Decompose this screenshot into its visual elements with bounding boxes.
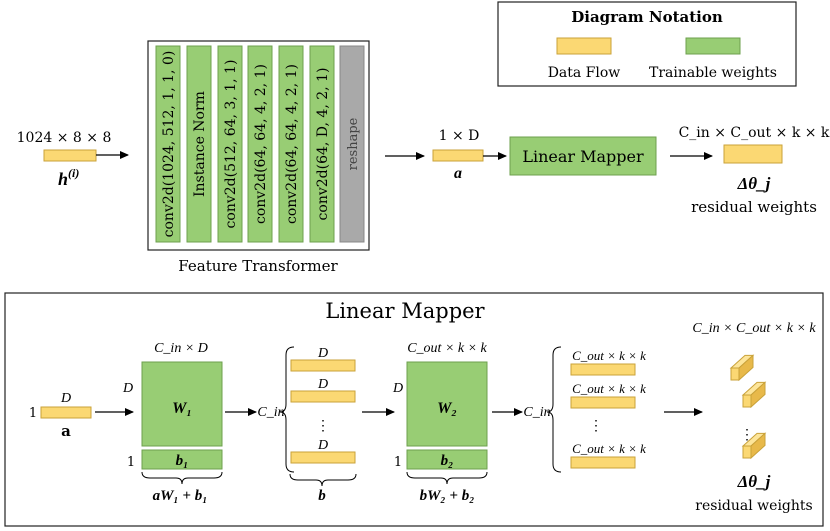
detail-output-caption: residual weights: [695, 498, 812, 514]
b-item-bar-0: [290, 359, 356, 372]
w2-brace-label: bW₂ + b₂: [420, 488, 475, 504]
ft-layer-label-3: conv2d(64, 64, 4, 2, 1): [253, 64, 269, 224]
b-item-label-0: D: [317, 346, 328, 361]
b-item-label-2: D: [317, 438, 328, 453]
c-stack-dots: ⋮: [589, 418, 603, 434]
b1-symbol: b₁: [176, 453, 189, 469]
w2-underbrace: [406, 471, 488, 485]
detail-input-top: D: [60, 391, 71, 406]
c-item-label-0: C_out × k × k: [572, 348, 646, 363]
mapper-input-a: 1 × D a: [432, 128, 484, 182]
input-h: 1024 × 8 × 8 h(i): [17, 130, 129, 189]
linear-mapper-block: Linear Mapper: [509, 136, 657, 176]
output-bar: [723, 144, 783, 164]
output-symbol: Δθ_j: [737, 174, 771, 193]
ft-layer-2: [217, 45, 243, 243]
input-h-bar: [43, 149, 97, 162]
w1-underbrace: [141, 471, 223, 485]
mapper-input-shape: 1 × D: [439, 128, 480, 144]
svg-text:h(i): h(i): [58, 166, 79, 189]
ft-layer-label-1: Instance Norm: [192, 91, 208, 197]
b2-bias: [406, 449, 488, 470]
legend-data-flow-swatch: [556, 37, 612, 55]
feature-transformer: conv2d(1024, 512, 1, 1, 0) Instance Norm c…: [147, 40, 370, 275]
input-symbol: h: [58, 169, 68, 189]
ft-layer-0: [155, 45, 181, 243]
linear-mapper-label: Linear Mapper: [522, 147, 644, 166]
output-caption: residual weights: [691, 198, 817, 216]
w2-bias-left: 1: [394, 455, 402, 470]
weight-block-2: [741, 432, 767, 460]
a-bar: [432, 149, 484, 162]
ft-layer-label-6: reshape: [346, 117, 361, 170]
ft-layer-label-0: conv2d(1024, 512, 1, 1, 0): [161, 51, 177, 238]
legend-data-flow-label: Data Flow: [548, 65, 621, 81]
b-underbrace: [289, 473, 357, 487]
detail-title: Linear Mapper: [325, 299, 485, 323]
ft-layer-4: [278, 45, 304, 243]
detail-box: [4, 292, 824, 527]
ft-layer-label-2: conv2d(512, 64, 3, 1, 1): [223, 60, 239, 229]
ft-layer-1: [186, 45, 212, 243]
w2-top-label: C_out × k × k: [407, 341, 487, 356]
ft-layer-label-4: conv2d(64, 64, 4, 2, 1): [284, 64, 300, 224]
w1-matrix: [141, 361, 223, 447]
b-brace-label: b: [318, 488, 326, 504]
notation-legend: Diagram Notation Data Flow Trainable wei…: [497, 1, 797, 87]
linear-mapper-detail: Linear Mapper D 1 a C_in × D D W₁ 1 b₁ a…: [4, 292, 824, 527]
b1-bias: [141, 449, 223, 470]
ft-layer-5: [309, 45, 335, 243]
b-item-label-1: D: [317, 377, 328, 392]
ft-layer-label-5: conv2d(64, D, 4, 2, 1): [315, 68, 331, 221]
c-item-bar-2: [570, 456, 636, 469]
b-left-brace: [279, 346, 295, 473]
input-shape: 1024 × 8 × 8: [17, 130, 112, 146]
ft-layer-6: [339, 45, 365, 243]
output-shape: C_in × C_out × k × k: [679, 125, 830, 141]
w1-symbol: W₁: [172, 400, 192, 417]
detail-output-shape: C_in × C_out × k × k: [692, 321, 816, 336]
a-symbol: a: [454, 165, 462, 182]
w1-brace-label: aW₁ + b₁: [153, 488, 208, 504]
c-item-label-2: C_out × k × k: [572, 441, 646, 456]
c-item-bar-1: [570, 396, 636, 409]
detail-output-symbol: Δθ_j: [737, 472, 771, 491]
legend-trainable-label: Trainable weights: [649, 65, 777, 81]
b-stack-dots: ⋮: [316, 418, 330, 434]
cin-label-2: C_in: [523, 405, 550, 420]
detail-a-symbol: a: [61, 422, 71, 440]
detail-input-left: 1: [29, 406, 37, 421]
w2-symbol: W₂: [437, 400, 457, 417]
b-item-bar-1: [290, 390, 356, 403]
w1-left-label: D: [122, 381, 133, 396]
feature-transformer-label: Feature Transformer: [178, 257, 338, 275]
cube-dots: ⋮: [740, 427, 754, 443]
legend-trainable-swatch: [685, 37, 741, 55]
weight-block-1: [741, 381, 767, 409]
output-top: C_in × C_out × k × k Δθ_j residual weigh…: [679, 125, 830, 216]
legend-title: Diagram Notation: [571, 8, 723, 26]
w1-top-label: C_in × D: [154, 341, 208, 356]
b2-symbol: b₂: [441, 453, 454, 469]
c-item-label-1: C_out × k × k: [572, 381, 646, 396]
w2-left-label: D: [392, 381, 403, 396]
c-item-bar-0: [570, 363, 636, 376]
w2-matrix: [406, 361, 488, 447]
c-left-brace: [546, 346, 562, 473]
input-superscript: (i): [68, 166, 79, 180]
detail-a-bar: [40, 406, 92, 419]
b-item-bar-2: [290, 451, 356, 464]
w1-bias-left: 1: [127, 455, 135, 470]
cin-label-1: C_in: [257, 405, 284, 420]
ft-layer-3: [247, 45, 273, 243]
weight-block-0: [729, 354, 755, 382]
